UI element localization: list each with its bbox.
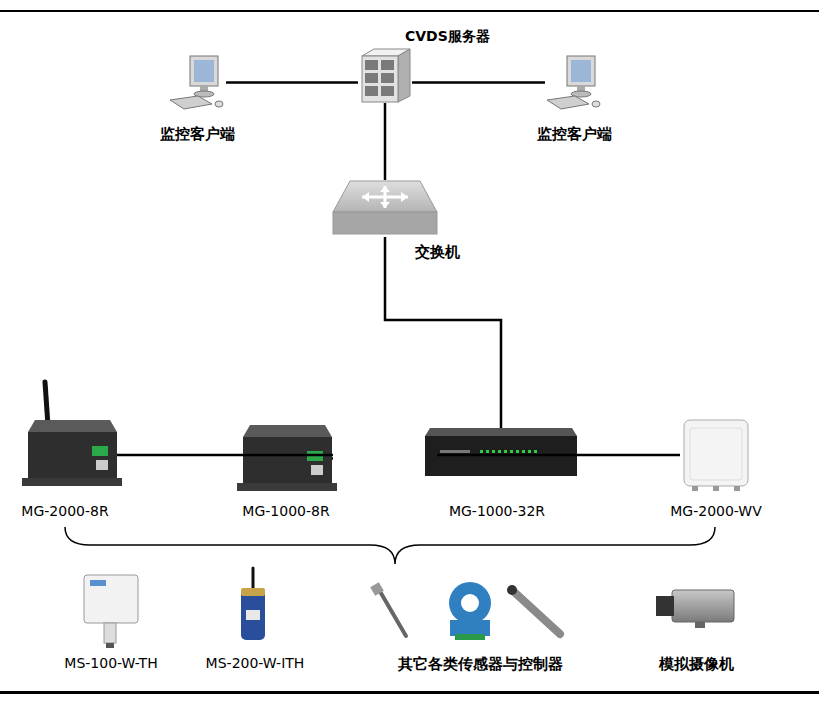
server-node: CVDS服务器	[358, 48, 412, 103]
gateway-icon	[684, 420, 748, 491]
device-node: MS-200-W-ITH	[238, 565, 268, 643]
network-link	[437, 454, 680, 457]
network-link	[117, 454, 333, 457]
device-label: MS-100-W-TH	[64, 655, 157, 672]
server-icon	[362, 49, 410, 102]
network-link	[226, 81, 358, 84]
device-label: MS-200-W-ITH	[206, 655, 305, 672]
network-link	[384, 103, 387, 180]
device-label: MG-1000-8R	[242, 503, 329, 520]
brace	[65, 527, 715, 564]
gateway-icon	[237, 425, 337, 491]
network-link	[332, 457, 333, 460]
device-label: MG-2000-WV	[670, 503, 762, 520]
device-label: 其它各类传感器与控制器	[398, 655, 563, 673]
sensor-icon	[241, 568, 265, 640]
network-link	[412, 81, 545, 84]
client-node: 监控客户端	[545, 55, 603, 110]
device-label: CVDS服务器	[405, 28, 490, 45]
top-rule	[0, 10, 819, 12]
device-label: 交换机	[415, 243, 460, 261]
device-label: 模拟摄像机	[659, 655, 734, 673]
sensor-icon	[370, 582, 560, 640]
gateway-node: MG-2000-8R	[25, 418, 117, 492]
switch-icon	[333, 181, 437, 234]
device-node: 其它各类传感器与控制器	[370, 580, 570, 642]
client-icon	[170, 56, 223, 109]
device-node: MS-100-W-TH	[80, 573, 142, 648]
device-label: 监控客户端	[160, 125, 235, 143]
client-node: 监控客户端	[168, 55, 226, 110]
gateway-icon	[425, 428, 577, 476]
camera-icon	[656, 590, 734, 628]
gateway-node: MG-1000-8R	[240, 425, 332, 492]
device-node: 模拟摄像机	[655, 585, 737, 627]
gateway-node: MG-1000-32R	[425, 428, 577, 478]
gateway-node: MG-2000-WV	[680, 418, 752, 492]
gateway-icon	[22, 382, 122, 486]
device-label: MG-1000-32R	[449, 503, 545, 520]
switch-node: 交换机	[333, 180, 437, 237]
sensor-icon	[84, 575, 138, 648]
network-link	[385, 237, 501, 428]
device-label: 监控客户端	[537, 125, 612, 143]
client-icon	[547, 56, 600, 109]
device-label: MG-2000-8R	[21, 503, 108, 520]
bottom-rule	[0, 691, 819, 694]
